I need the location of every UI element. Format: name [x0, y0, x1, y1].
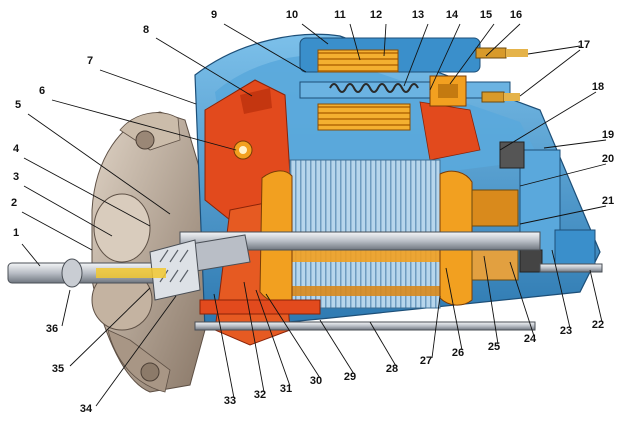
leader-line-27 — [431, 295, 441, 359]
leader-line-30 — [265, 293, 321, 379]
leader-line-25 — [483, 255, 499, 345]
callout-number-17: 17 — [578, 39, 590, 51]
drive-end-bracket — [91, 111, 206, 393]
leader-line-11 — [349, 23, 361, 61]
leader-line-29 — [319, 319, 355, 375]
leader-line-23 — [551, 249, 571, 329]
callout-number-23: 23 — [560, 325, 572, 337]
leader-line-5 — [27, 113, 171, 215]
leader-line-17 — [519, 49, 581, 97]
callout-number-2: 2 — [11, 197, 17, 209]
callout-number-13: 13 — [412, 9, 424, 21]
leader-line-9 — [223, 23, 307, 73]
callout-number-6: 6 — [39, 85, 45, 97]
leader-line-31 — [255, 289, 291, 387]
leader-line-16 — [485, 23, 521, 57]
callout-number-34: 34 — [80, 403, 93, 415]
callout-number-28: 28 — [386, 363, 398, 375]
leader-line-18 — [499, 91, 597, 151]
callout-number-12: 12 — [370, 9, 382, 21]
leader-line-32 — [243, 281, 265, 393]
callout-number-10: 10 — [286, 9, 298, 21]
callout-number-5: 5 — [15, 99, 21, 111]
callout-number-31: 31 — [280, 383, 292, 395]
leader-line-12 — [383, 23, 387, 57]
leader-line-26 — [445, 267, 463, 351]
callout-number-20: 20 — [602, 153, 614, 165]
leader-line-4 — [23, 157, 151, 227]
armature — [259, 159, 473, 309]
callout-number-25: 25 — [488, 341, 500, 353]
leader-line-13 — [403, 23, 429, 87]
callout-number-14: 14 — [446, 9, 459, 21]
leader-line-6 — [51, 99, 237, 151]
leader-line-14 — [429, 23, 461, 91]
leader-line-3 — [23, 185, 113, 237]
callout-number-18: 18 — [592, 81, 604, 93]
leader-line-19 — [543, 139, 607, 149]
callout-number-1: 1 — [13, 227, 19, 239]
leader-line-1 — [21, 243, 41, 267]
callout-number-26: 26 — [452, 347, 464, 359]
callout-number-33: 33 — [224, 395, 236, 407]
leader-line-15 — [449, 23, 495, 85]
leader-line-35 — [69, 287, 151, 367]
callout-number-32: 32 — [254, 389, 266, 401]
leader-line-17 — [527, 45, 581, 55]
leader-line-2 — [21, 211, 93, 251]
callout-number-30: 30 — [310, 375, 322, 387]
callout-number-29: 29 — [344, 371, 356, 383]
leader-line-28 — [369, 321, 397, 367]
callout-number-4: 4 — [13, 143, 20, 155]
leader-line-8 — [155, 37, 253, 97]
leader-line-7 — [99, 69, 197, 105]
leader-line-36 — [61, 289, 71, 327]
callout-number-7: 7 — [87, 55, 93, 67]
callout-number-19: 19 — [602, 129, 614, 141]
callout-number-36: 36 — [46, 323, 58, 335]
callout-number-15: 15 — [480, 9, 492, 21]
traction-relay — [299, 37, 528, 131]
callout-number-9: 9 — [211, 9, 217, 21]
armature-shaft — [7, 231, 541, 301]
leader-line-10 — [301, 23, 329, 45]
callout-number-24: 24 — [524, 333, 537, 345]
callout-number-27: 27 — [420, 355, 432, 367]
leader-line-22 — [589, 269, 603, 323]
tie-rods — [194, 263, 603, 331]
callout-number-3: 3 — [13, 171, 19, 183]
leader-line-24 — [509, 261, 535, 337]
leader-line-34 — [95, 295, 177, 407]
callout-number-8: 8 — [143, 24, 149, 36]
leader-line-20 — [519, 163, 607, 187]
callout-number-22: 22 — [592, 319, 604, 331]
leader-line-21 — [519, 205, 607, 225]
callout-number-35: 35 — [52, 363, 64, 375]
leader-line-33 — [213, 293, 235, 399]
callout-number-11: 11 — [334, 9, 346, 21]
callout-number-21: 21 — [602, 195, 614, 207]
callout-number-16: 16 — [510, 9, 522, 21]
